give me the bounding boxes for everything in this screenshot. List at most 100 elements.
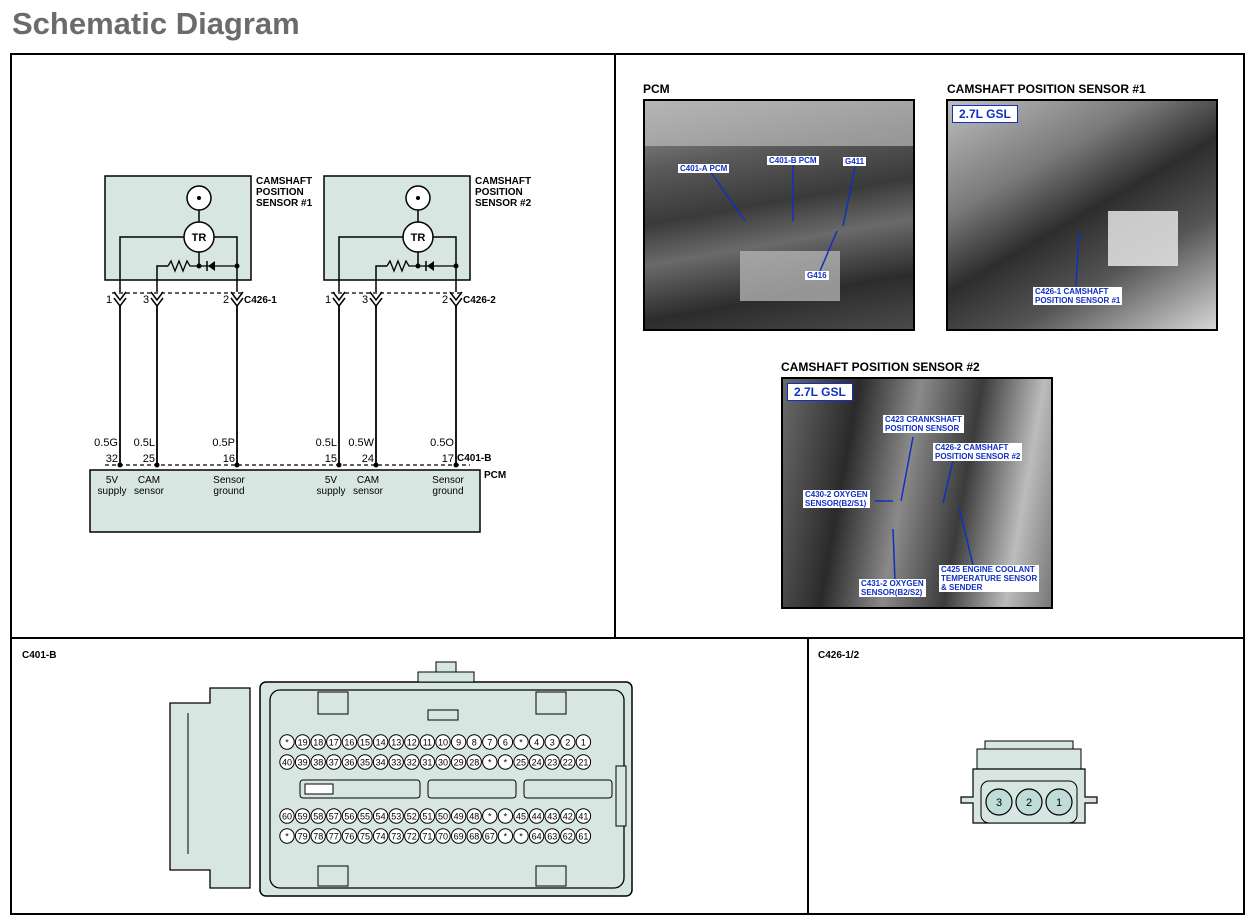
- connector-pin: [466, 828, 482, 844]
- connector-pin-number: 48: [469, 812, 479, 822]
- photo-pcm: C401-A PCM C401-B PCM G411 G416: [643, 99, 915, 331]
- c426-section-label: C426-1/2: [818, 650, 860, 661]
- c426-pin: [1015, 788, 1043, 816]
- pcm-function-label: CAM: [357, 475, 379, 486]
- pcm-function-label: sensor: [134, 486, 165, 497]
- connector-pin-number: 59: [298, 812, 308, 822]
- connector-pin: [404, 754, 420, 770]
- connector-pin: [341, 828, 358, 844]
- engine-tag-cmp1: 2.7L GSL: [952, 105, 1018, 123]
- connector-pin: [482, 828, 498, 844]
- tag-c401a: C401-A PCM: [678, 164, 730, 173]
- connector-pin: [513, 828, 529, 844]
- connector-pin: [435, 754, 451, 770]
- connector-pin: [357, 734, 373, 750]
- connector-pin-number: 22: [563, 758, 573, 768]
- connector-pin-number: 61: [578, 832, 588, 842]
- connector-pin-number: 9: [456, 738, 461, 748]
- pcm-box: [89, 469, 481, 533]
- connector-pin-number: 25: [516, 758, 526, 768]
- tag-c430-2: C430-2 OXYGEN SENSOR(B2/S1): [803, 490, 870, 508]
- pcm-function-label: supply: [317, 486, 346, 497]
- wire-color-label: 0.5O: [430, 437, 454, 449]
- sensor-1-pin-number: 3: [143, 294, 149, 306]
- connector-pin-number: 33: [391, 758, 401, 768]
- sensor-2-pin-chevron: [369, 291, 383, 308]
- connector-pin-number: 54: [376, 812, 386, 822]
- diagram-frame: [10, 53, 1245, 915]
- connector-pin: [326, 754, 342, 770]
- sensor-2-pin-number: 3: [362, 294, 368, 306]
- connector-pin: [435, 808, 451, 824]
- pcm-label: PCM: [484, 470, 506, 481]
- connector-pin-number: 6: [503, 738, 508, 748]
- connector-pin-number: *: [504, 812, 508, 822]
- connector-pin-number: 58: [313, 812, 323, 822]
- connector-pin-number: 36: [344, 758, 354, 768]
- connector-pin-number: 71: [422, 832, 432, 842]
- connector-pin: [466, 754, 482, 770]
- connector-pin: [279, 808, 295, 824]
- photo-cmp1: 2.7L GSL C426-1 CAMSHAFT POSITION SENSOR…: [946, 99, 1218, 331]
- connector-pin: [450, 808, 467, 824]
- connector-c426-2-label: C426-2: [463, 295, 496, 306]
- connector-pin-number: 62: [563, 832, 573, 842]
- connector-pin: [419, 734, 436, 750]
- connector-pin: [528, 808, 545, 824]
- connector-pin: [513, 734, 529, 750]
- connector-pin: [326, 828, 342, 844]
- connector-pin-number: 45: [516, 812, 526, 822]
- connector-pin: [279, 734, 295, 750]
- connector-pin: [357, 754, 373, 770]
- connector-pin-number: 70: [438, 832, 448, 842]
- connector-pin: [388, 754, 404, 770]
- c426-pin: [985, 788, 1013, 816]
- connector-pin: [450, 754, 467, 770]
- wire-color-label: 0.5G: [94, 437, 118, 449]
- connector-pin-number: 29: [454, 758, 464, 768]
- connector-pin-number: 41: [578, 812, 588, 822]
- connector-pin-number: 37: [329, 758, 339, 768]
- connector-pin: [341, 808, 358, 824]
- connector-pin-number: 24: [532, 758, 542, 768]
- sensor-2: TR: [323, 175, 471, 292]
- connector-pin: [435, 734, 451, 750]
- connector-pin: [419, 754, 436, 770]
- connector-pin: [497, 808, 514, 824]
- connector-c426-1-label: C426-1: [244, 295, 277, 306]
- wire-junction: [373, 462, 379, 468]
- pcm-function-label: supply: [98, 486, 127, 497]
- connector-pin: [450, 828, 467, 844]
- pcm-function-label: 5V: [106, 475, 119, 486]
- tag-g411: G411: [843, 157, 867, 166]
- wire-color-label: 0.5L: [316, 437, 337, 449]
- connector-pin: [341, 734, 358, 750]
- tag-c401b: C401-B PCM: [767, 156, 819, 165]
- connector-pin-number: 10: [438, 738, 448, 748]
- wire-color-label: 0.5P: [212, 437, 235, 449]
- pcm-function-label: ground: [432, 486, 463, 497]
- connector-pin-number: 63: [547, 832, 557, 842]
- connector-pin: [560, 754, 576, 770]
- sensor-1-name: CAMSHAFT POSITION SENSOR #1: [256, 176, 315, 209]
- pcm-pin-number: 24: [362, 453, 374, 465]
- pcm-pin-number: 15: [325, 453, 337, 465]
- connector-pin-number: 17: [329, 738, 339, 748]
- connector-pin-number: 44: [532, 812, 542, 822]
- connector-pin: [528, 734, 545, 750]
- connector-pin: [544, 808, 560, 824]
- connector-pin: [575, 808, 592, 824]
- connector-pin: [513, 808, 529, 824]
- c426-pin-number: 2: [1026, 797, 1032, 809]
- connector-pin: [466, 734, 482, 750]
- connector-pin: [294, 734, 311, 750]
- connector-pin-number: 50: [438, 812, 448, 822]
- connector-pin: [279, 754, 295, 770]
- sensor-2-pin-number: 1: [325, 294, 331, 306]
- connector-pin: [388, 808, 404, 824]
- connector-pin: [294, 828, 311, 844]
- connector-pin-number: 11: [423, 738, 432, 748]
